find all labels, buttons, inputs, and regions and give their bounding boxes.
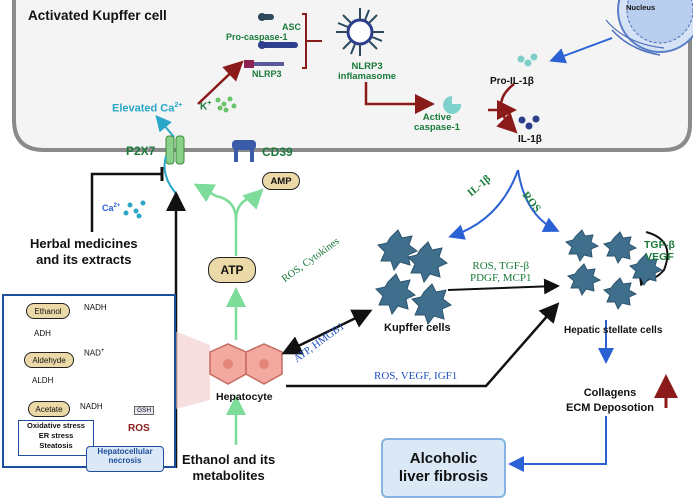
- inset-ethanol: Ethanol: [26, 303, 70, 319]
- kupffer-cells-label: Kupffer cells: [384, 322, 451, 334]
- page-title: Activated Kupffer cell: [28, 8, 167, 23]
- inset-nad-text: NAD: [84, 348, 101, 358]
- k-ion-label: K+: [200, 100, 211, 112]
- stellate-cells-label: Hepatic stellate cells: [564, 325, 663, 336]
- collagens-label: Collagens ECM Deposotion: [566, 387, 654, 414]
- stellate-cells-icon: [564, 229, 664, 311]
- tgf-vegf-label: TGF-β VEGF: [644, 239, 675, 263]
- il1b-label: IL-1β: [518, 134, 542, 145]
- arrow-proil1b-to-il1b: [496, 83, 518, 134]
- inset-adh: ADH: [34, 329, 51, 338]
- arrow-nucleus-to-proil1b: [549, 37, 613, 64]
- inset-aldh: ALDH: [32, 376, 54, 385]
- arrow-p2x7-to-ca: [155, 114, 175, 138]
- arrow-il1b-to-kupffer: [448, 169, 519, 240]
- pro-caspase-label: Pro-caspase-1: [226, 32, 288, 42]
- nucleus-icon: [605, 0, 693, 56]
- hepatocyte-glow: [172, 330, 210, 410]
- inset-ros: ROS: [128, 423, 150, 434]
- inset-gsh: GSH: [134, 406, 155, 416]
- elevated-ca-text: Elevated Ca: [112, 102, 175, 115]
- herbal-inhibit-line: [90, 172, 162, 232]
- pro-il1b-label: Pro-IL-1β: [490, 76, 534, 87]
- nlrp3-label: NLRP3: [252, 69, 282, 79]
- cell-membrane: [12, 0, 692, 152]
- bracket: [302, 13, 322, 69]
- ros-tgf-pdgf-label: ROS, TGF-β PDGF, MCP1: [470, 260, 532, 285]
- arrow-to-inflammasome-components: [197, 60, 244, 105]
- ca-ion-dots: [123, 200, 146, 219]
- hepatocyte-icon: [209, 343, 283, 385]
- k-ion-dots: [215, 96, 237, 113]
- inset-aldehyde: Aldehyde: [24, 352, 74, 368]
- hepatocyte-label: Hepatocyte: [216, 391, 273, 403]
- pro-il1b-icon: [517, 53, 538, 67]
- amp-pill: AMP: [262, 172, 300, 190]
- asc-icon: [258, 13, 274, 21]
- nucleus-label: Nucleus: [626, 3, 656, 12]
- ethanol-metabolites-label: Ethanol and its metabolites: [182, 452, 276, 484]
- atp-pill: ATP: [208, 257, 256, 283]
- inset-nadh2: NADH: [80, 402, 103, 411]
- inset-stress-box: Oxidative stress ER stress Steatosis: [18, 420, 94, 456]
- nlrp3-icon: [244, 60, 284, 68]
- arrow-ros-to-hsc: [517, 169, 560, 232]
- elevated-ca-sup: 2+: [174, 102, 183, 109]
- k-ion-sup: +: [207, 100, 212, 107]
- inset-nad-sup: +: [100, 348, 105, 354]
- arrow-kupffer-hepatocyte: [281, 309, 373, 355]
- cd39-label: CD39: [262, 145, 293, 159]
- p2x7-label: P2X7: [126, 144, 156, 158]
- inset-acetate: Acetate: [28, 401, 70, 417]
- arrow-hepatocyte-to-hsc: [286, 302, 560, 388]
- inset-nadh1: NADH: [84, 303, 107, 312]
- inset-nad: NAD+: [84, 348, 104, 358]
- arrow-atp-to-p2x7: [193, 183, 238, 256]
- arrow-atp-to-cd39: [234, 188, 264, 221]
- arrow-collagens-to-fibrosis: [508, 416, 607, 472]
- inset-necrosis-box: Hepatocellular necrosis: [86, 446, 164, 472]
- ca-ion-label: Ca2+: [102, 203, 120, 214]
- inflammasome-label: NLRP3 inflamasome: [338, 61, 397, 83]
- herbal-label: Herbal medicines and its extracts: [30, 236, 138, 268]
- ca-ion-sup: 2+: [113, 203, 121, 209]
- liver-fibrosis-box: Alcoholic liver fibrosis: [381, 438, 506, 498]
- pro-caspase-icon: [258, 41, 298, 49]
- k-ion-text: K: [200, 101, 208, 113]
- cd39-icon: [232, 140, 256, 162]
- arrow-kupffer-to-hsc: [447, 278, 560, 295]
- asc-label: ASC: [282, 22, 302, 32]
- inflammasome-icon: [336, 8, 384, 56]
- active-caspase-icon: [443, 96, 462, 114]
- ca-ion-text: Ca: [102, 203, 114, 213]
- il1b-icon: [518, 115, 540, 130]
- kupffer-cells-icon: [375, 229, 452, 326]
- elevated-ca-label: Elevated Ca2+: [112, 102, 182, 115]
- active-caspase-label: Active caspase-1: [414, 112, 460, 134]
- arrow-inflammasome-to-caspase: [364, 82, 435, 114]
- p2x7-icon: [165, 135, 185, 165]
- ros-vegf-igf1-label: ROS, VEGF, IGF1: [374, 370, 458, 382]
